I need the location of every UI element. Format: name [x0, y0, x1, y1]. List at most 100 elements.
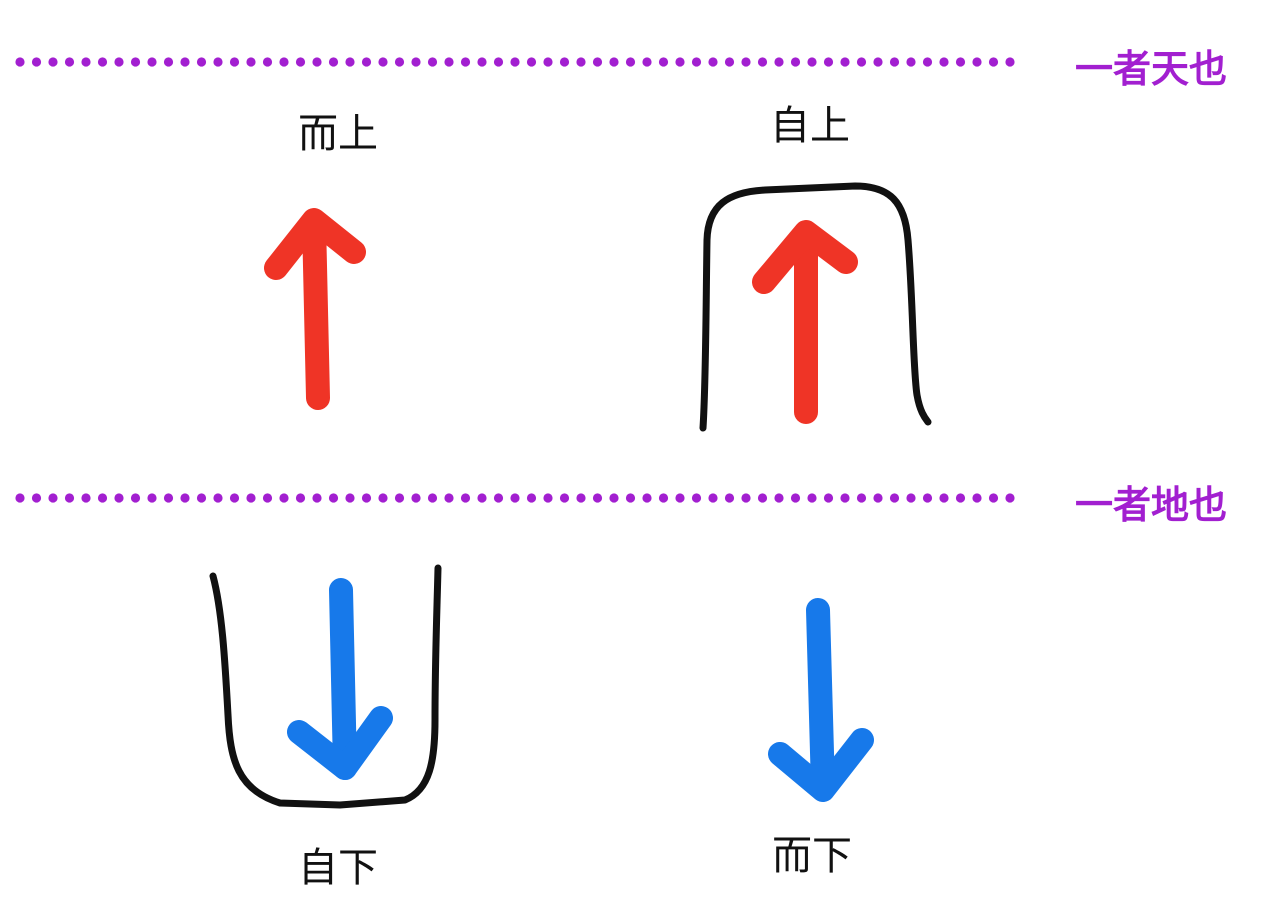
arrow-down-shaft	[806, 598, 835, 800]
divider-dot	[378, 57, 388, 67]
divider-dot	[295, 493, 306, 503]
divider-dot	[64, 493, 75, 503]
divider-dot	[279, 57, 289, 67]
divider-dot	[774, 57, 784, 67]
label-top-right: 自上	[770, 103, 850, 149]
divider-dot	[576, 493, 586, 503]
divider-dot	[889, 57, 900, 67]
divider-dot	[444, 493, 454, 503]
divider-dot	[295, 57, 306, 67]
divider-dot	[213, 493, 223, 503]
divider-dot	[642, 493, 652, 503]
divider-dot	[724, 493, 735, 503]
divider-dot	[196, 493, 207, 503]
divider-dot	[427, 493, 438, 503]
arrow-up-shaft	[302, 210, 330, 410]
divider-dot	[691, 57, 702, 67]
divider-dot	[64, 57, 75, 67]
label-heaven-line: 一者天也	[1075, 47, 1228, 91]
divider-dot	[1005, 493, 1015, 503]
divider-dot	[114, 57, 124, 67]
divider-dot	[312, 57, 322, 67]
label-earth-line: 一者地也	[1075, 483, 1228, 527]
divider-dot	[873, 493, 883, 503]
arrow-up-icon	[752, 220, 858, 424]
divider-dot	[757, 493, 768, 503]
divider-dot	[361, 57, 372, 67]
divider-dot	[147, 57, 157, 67]
arrow-up-icon	[264, 208, 366, 410]
label-top-left: 而上	[298, 111, 378, 157]
divider-dot	[81, 493, 91, 503]
divider-dot	[609, 57, 619, 67]
divider-dot	[246, 57, 256, 67]
divider-dot	[97, 57, 108, 67]
divider-dot	[411, 493, 421, 503]
divider-dot	[180, 57, 190, 67]
divider-dot	[724, 57, 735, 67]
divider-dot	[81, 57, 91, 67]
divider-dot	[658, 57, 669, 67]
divider-dot	[229, 493, 240, 503]
divider-dot	[939, 493, 949, 503]
divider-dot	[31, 57, 42, 67]
bottom-enclosure-outline	[209, 564, 442, 809]
divider-dot	[642, 57, 652, 67]
divider-dot	[559, 493, 570, 503]
divider-dot	[543, 57, 553, 67]
divider-dot	[460, 57, 471, 67]
divider-dot	[576, 57, 586, 67]
divider-dot	[708, 57, 718, 67]
divider-dot	[1005, 57, 1015, 67]
divider-dot	[526, 57, 537, 67]
divider-dot	[757, 57, 768, 67]
divider-dot	[48, 57, 58, 67]
divider-dot	[526, 493, 537, 503]
divider-dot	[493, 493, 504, 503]
divider-dot	[196, 57, 207, 67]
divider-dot	[279, 493, 289, 503]
divider-dot	[889, 493, 900, 503]
divider-dot	[955, 493, 966, 503]
divider-dot	[691, 493, 702, 503]
divider-dot	[592, 57, 603, 67]
divider-dot	[48, 493, 58, 503]
arrow-up-head	[752, 220, 858, 294]
divider-dot	[163, 493, 174, 503]
divider-dot	[97, 493, 108, 503]
divider-dot	[823, 493, 834, 503]
divider-dot	[559, 57, 570, 67]
divider-dot	[262, 57, 273, 67]
divider-dot	[741, 57, 751, 67]
divider-dot	[114, 493, 124, 503]
divider-dot	[460, 493, 471, 503]
divider-dot	[147, 493, 157, 503]
divider-dot	[988, 57, 999, 67]
divider-dot	[510, 57, 520, 67]
divider-dot	[939, 57, 949, 67]
divider-dot	[790, 493, 801, 503]
divider-dot	[444, 57, 454, 67]
divider-dot	[592, 493, 603, 503]
divider-dot	[246, 493, 256, 503]
divider-dot	[807, 493, 817, 503]
divider-dot	[972, 493, 982, 503]
top-enclosure-outline	[699, 182, 932, 432]
divider-dot	[345, 57, 355, 67]
heaven-divider-line	[15, 57, 1015, 67]
divider-dot	[675, 57, 685, 67]
arrow-down-icon	[287, 578, 393, 780]
arrow-down-head	[287, 706, 393, 780]
divider-dot	[510, 493, 520, 503]
divider-dot	[972, 57, 982, 67]
divider-dot	[675, 493, 685, 503]
divider-dot	[427, 57, 438, 67]
arrow-down-shaft	[329, 578, 357, 780]
divider-dot	[856, 57, 867, 67]
divider-dot	[328, 493, 339, 503]
divider-dot	[328, 57, 339, 67]
divider-dot	[708, 493, 718, 503]
divider-dot	[213, 57, 223, 67]
divider-dot	[906, 493, 916, 503]
divider-dot	[493, 57, 504, 67]
